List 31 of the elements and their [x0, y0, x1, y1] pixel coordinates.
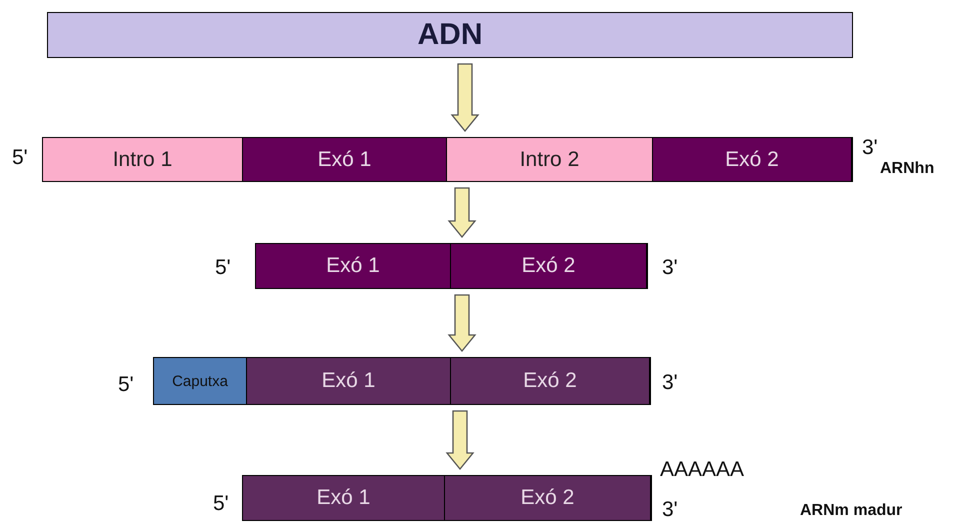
end-label: 3': [662, 371, 678, 395]
rna-strand: [153, 357, 651, 405]
exon-segment: Exó 2: [451, 358, 650, 404]
block-arrow: [446, 410, 474, 470]
block-arrow: [448, 187, 476, 238]
intron-segment: Intro 2: [447, 138, 653, 181]
exon-segment: Exó 2: [445, 476, 651, 520]
strand-label: ARNm madur: [800, 502, 902, 520]
exon-segment: Exó 1: [247, 358, 451, 404]
exon-segment: Exó 1: [243, 138, 447, 181]
block-arrow: [450, 63, 480, 132]
rna-strand: [42, 137, 853, 182]
exon-segment: Exó 2: [653, 138, 852, 181]
end-label: 5': [215, 256, 231, 280]
end-label: 3': [662, 256, 678, 280]
end-label: 5': [213, 492, 229, 516]
end-label: AAAAAA: [660, 458, 744, 482]
intron-segment: Intro 1: [43, 138, 243, 181]
block-arrow: [448, 294, 476, 352]
rna-strand: [255, 243, 648, 289]
strand-label: ARNhn: [880, 160, 934, 178]
dna-bar: ADN: [47, 12, 853, 58]
end-label: 3': [862, 136, 878, 160]
rna-strand: [242, 475, 652, 521]
exon-segment: Exó 2: [451, 244, 647, 288]
end-label: 5': [12, 146, 28, 170]
cap-segment: Caputxa: [154, 358, 247, 404]
exon-segment: Exó 1: [256, 244, 451, 288]
end-label: 3': [662, 498, 678, 522]
exon-segment: Exó 1: [243, 476, 445, 520]
end-label: 5': [118, 373, 134, 397]
